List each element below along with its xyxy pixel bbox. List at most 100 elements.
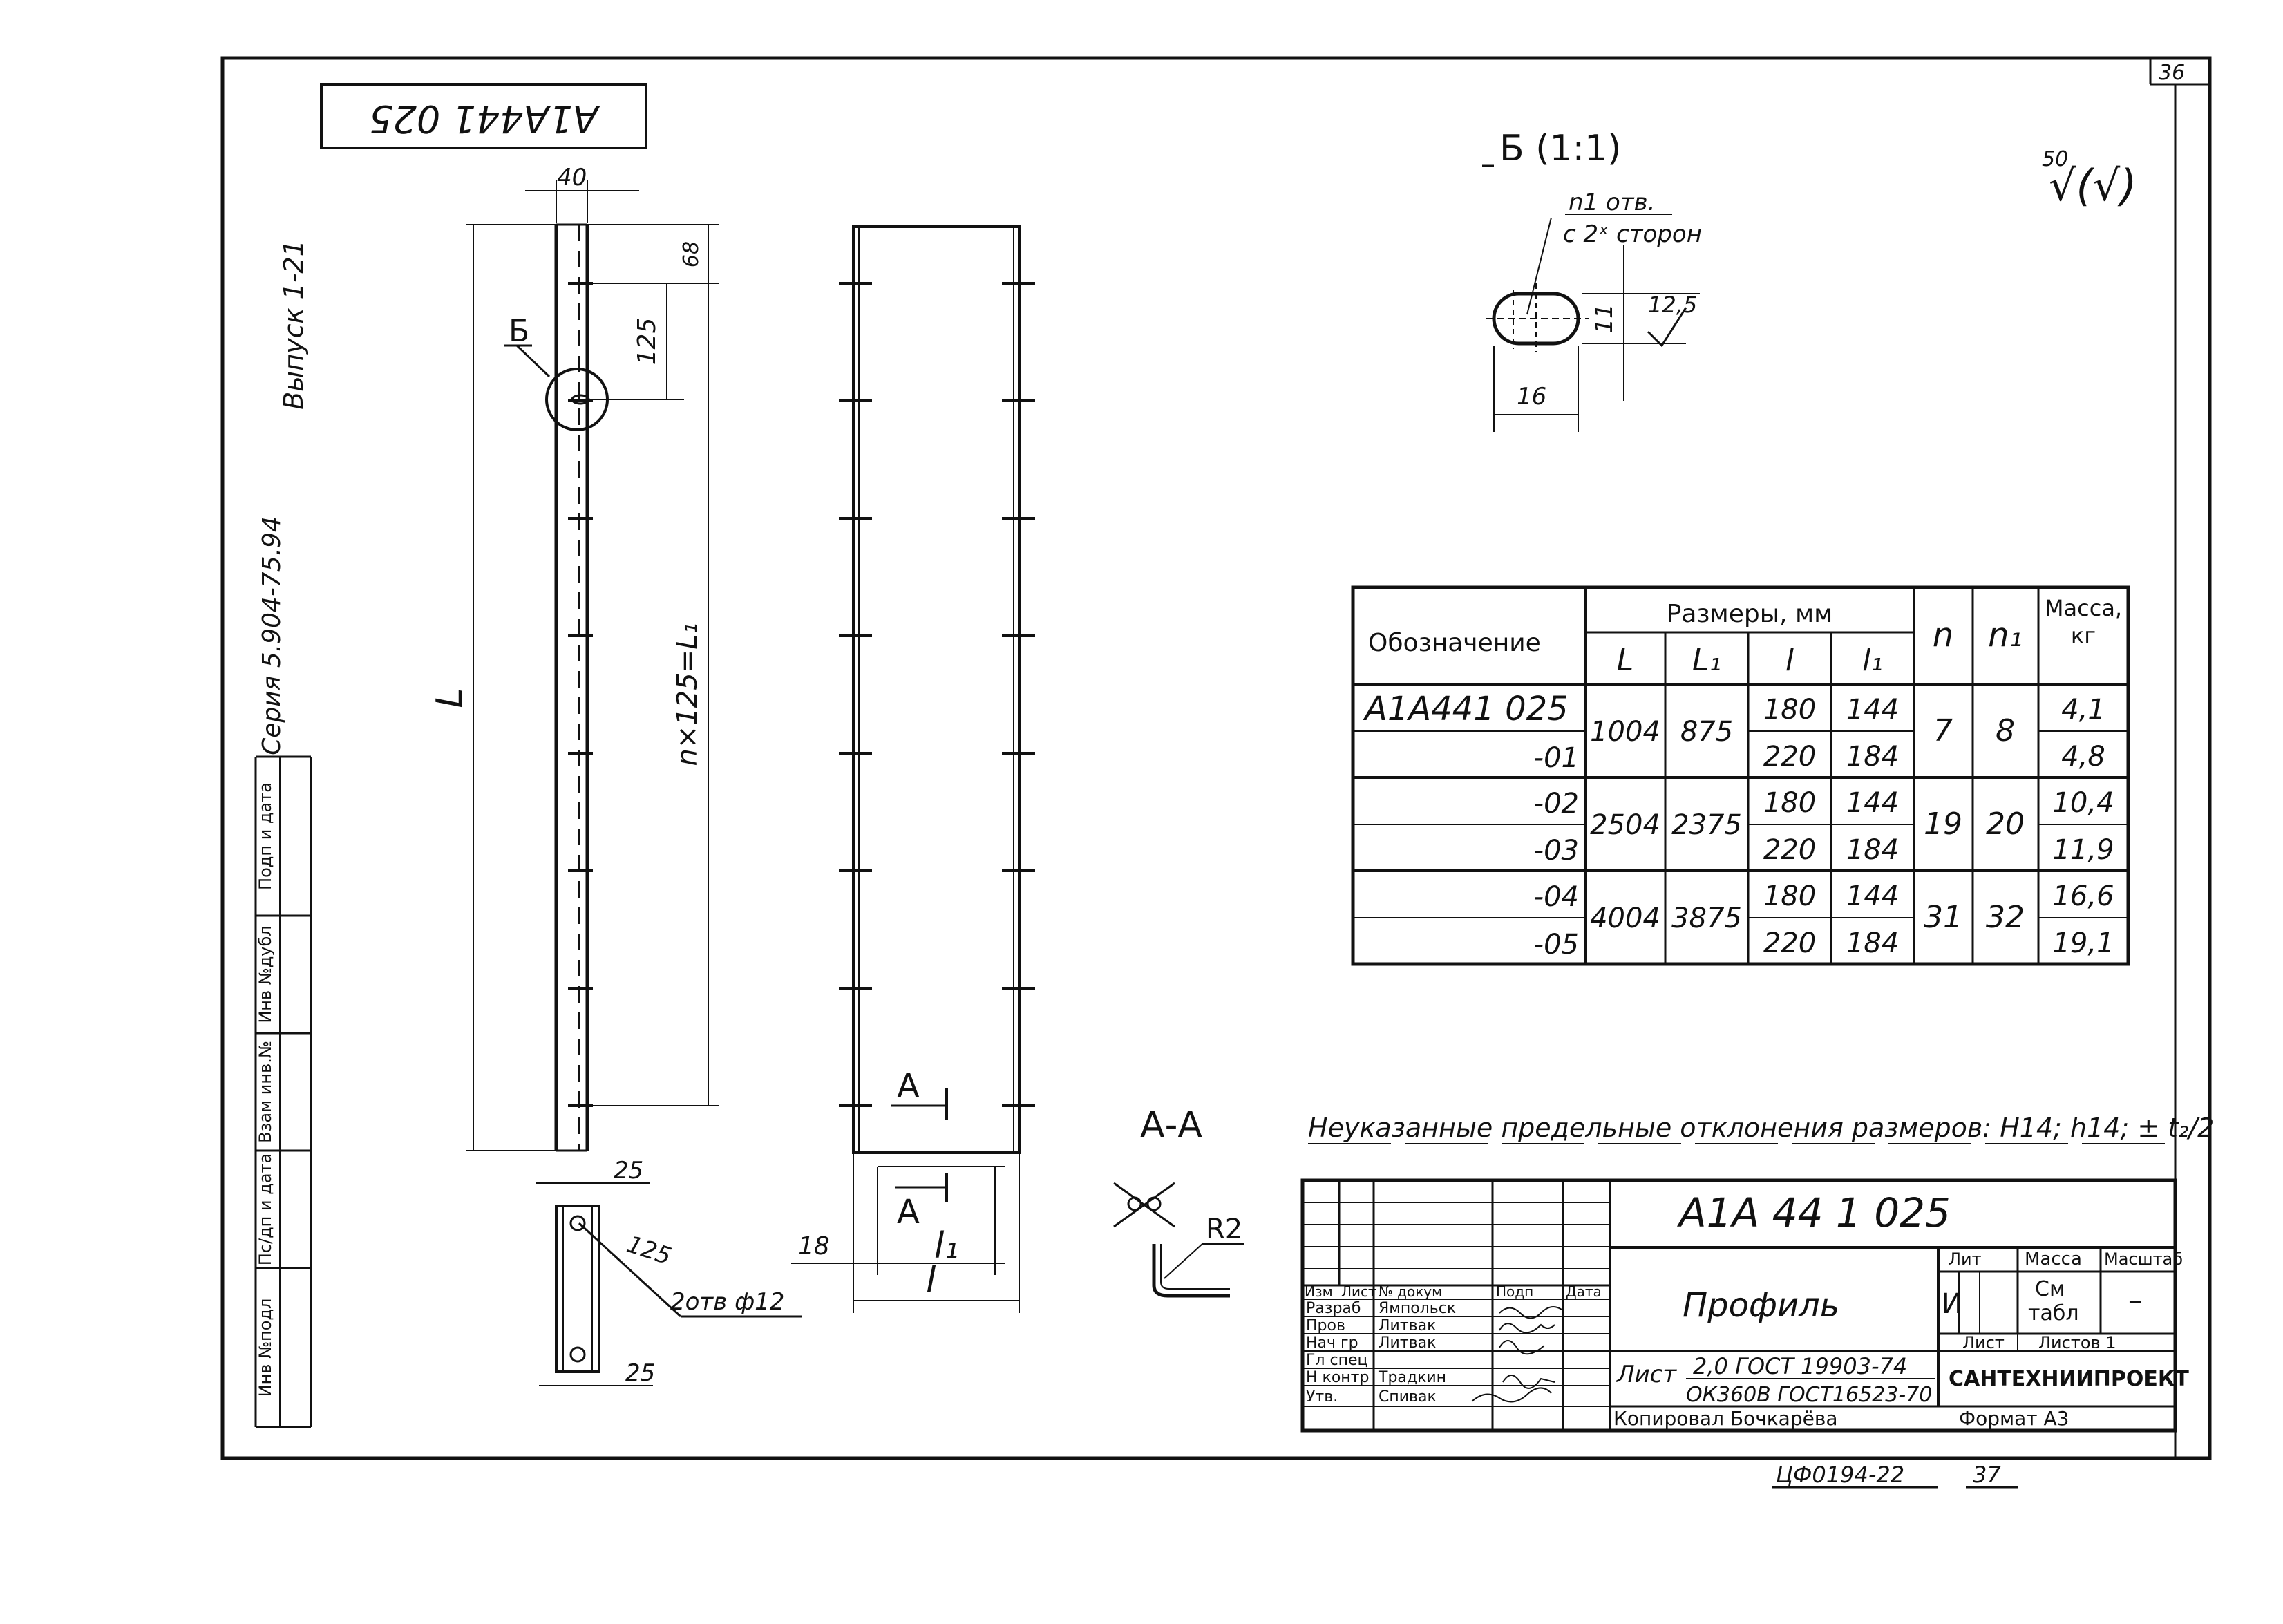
tb-name-5: Спивак <box>1379 1388 1437 1406</box>
row-4-l: 180 <box>1763 880 1816 912</box>
tb-material-1: 2,0 ГОСТ 19903-74 <box>1693 1353 1907 1379</box>
row-2-n: 19 <box>1924 806 1962 842</box>
tb-name-0: Ямпольск <box>1379 1300 1456 1317</box>
row-4-l1: 144 <box>1846 880 1899 912</box>
col-header-l: l <box>1785 643 1794 678</box>
signature-1 <box>1499 1323 1555 1334</box>
tb-hdr-ndoc: № докум <box>1379 1283 1442 1300</box>
dim-25-bottom: 25 <box>625 1359 655 1387</box>
detail-dim-16: 16 <box>1517 383 1546 410</box>
tb-name-1: Литвак <box>1379 1317 1436 1334</box>
dim-125: 125 <box>633 318 661 366</box>
strip-label-podp-data-2: Подп и дата <box>256 782 275 890</box>
title-block: Изм Лист № докум Подп Дата Разраб Ямполь… <box>1300 1178 2189 1433</box>
col-header-L1: L₁ <box>1692 643 1721 678</box>
row-3-mass: 11,9 <box>2052 834 2114 866</box>
section-mark-a-bottom: А <box>897 1193 920 1231</box>
rotated-code-box: А1А441 025 <box>320 83 647 149</box>
tb-role-2: Нач гр <box>1306 1334 1358 1352</box>
tb-role-0: Разраб <box>1306 1300 1361 1317</box>
hole-ticks-wide-left <box>839 282 872 1107</box>
row-5-l1: 184 <box>1846 927 1899 959</box>
tb-scale-label: Масштаб <box>2104 1249 2183 1269</box>
section-a-a-title: А-А <box>1140 1104 1202 1146</box>
tolerance-text: Неуказанные предельные отклонения размер… <box>1308 1113 2214 1143</box>
row-4-designation: -04 <box>1534 881 1579 913</box>
callout-b: Б <box>509 314 529 349</box>
spec-table: Обозначение Размеры, мм L L₁ l l₁ n n₁ М… <box>1351 585 2130 966</box>
row-2-designation: -02 <box>1534 788 1579 820</box>
dim-68: 68 <box>679 241 703 267</box>
row-0-mass: 4,1 <box>2061 694 2105 726</box>
tb-role-1: Пров <box>1306 1317 1345 1334</box>
row-4-n1: 32 <box>1986 900 2025 935</box>
tb-list-label: Лист <box>1962 1333 2005 1352</box>
roughness-value: 50 <box>2042 147 2068 171</box>
row-2-n1: 20 <box>1986 806 2025 842</box>
tb-document-code: А1А 44 1 025 <box>1676 1189 1951 1236</box>
tb-part-name: Профиль <box>1683 1286 1839 1325</box>
tb-hdr-list: Лист <box>1341 1283 1376 1300</box>
tb-mass-label: Масса <box>2025 1249 2082 1269</box>
row-1-l1: 184 <box>1846 741 1899 773</box>
view-profile-narrow: Б 40 68 125 n×125=L₁ L 25 2отв <box>429 164 802 1387</box>
strip-label-inv-podl: Инв №подл <box>256 1299 275 1397</box>
tb-copied-by: Копировал Бочкарёва <box>1613 1407 1838 1430</box>
row-1-mass: 4,8 <box>2061 741 2105 773</box>
col-header-mass-wrap: Масса, кг <box>2044 595 2123 649</box>
section-mark-a-top: А <box>897 1067 920 1106</box>
row-4-mass: 16,6 <box>2052 880 2114 912</box>
tb-role-3: Гл спец <box>1306 1352 1367 1369</box>
row-0-L: 1004 <box>1590 716 1660 748</box>
row-0-n1: 8 <box>1996 713 2015 748</box>
col-header-sizes: Размеры, мм <box>1667 600 1833 628</box>
footer-number: 37 <box>1973 1462 2001 1488</box>
tb-hdr-izm: Изм <box>1305 1283 1333 1300</box>
detail-holes-n1: n1 отв. <box>1569 189 1655 216</box>
footer-code: ЦФ0194-22 <box>1776 1462 1904 1488</box>
tb-name-2: Литвак <box>1379 1334 1436 1352</box>
col-header-l1: l₁ <box>1862 643 1883 678</box>
detail-dim-11: 11 <box>1591 303 1618 333</box>
row-0-l: 180 <box>1763 694 1816 726</box>
rotated-code: А1А441 025 <box>369 97 600 140</box>
row-1-l: 220 <box>1763 741 1816 773</box>
strip-label-vzam-inv: Взам инв.№ <box>256 1041 275 1143</box>
section-a-a: А-А R2 <box>1113 1104 1244 1298</box>
left-side-strip: Инв №подл Пс/дп и дата Взам инв.№ Инв №д… <box>254 240 312 1428</box>
row-0-l1: 144 <box>1846 694 1899 726</box>
tb-format: Формат А3 <box>1959 1407 2069 1430</box>
tb-mass-value-2: табл <box>2028 1301 2079 1325</box>
signature-4 <box>1502 1375 1555 1389</box>
dim-L: L <box>429 688 471 708</box>
row-2-L: 2504 <box>1590 809 1660 841</box>
tb-lit-value: И <box>1942 1288 1962 1320</box>
row-2-L1: 2375 <box>1671 809 1742 841</box>
col-header-L: L <box>1617 643 1634 678</box>
col-header-mass: Масса, кг <box>2044 595 2123 649</box>
dim-n-125: n×125=L₁ <box>672 623 703 766</box>
footer: ЦФ0194-22 37 <box>1772 1462 2018 1489</box>
tb-material-2: ОК360В ГОСТ16523-70 <box>1686 1383 1932 1407</box>
detail-both-sides: с 2ˣ сторон <box>1563 220 1702 248</box>
tolerance-note: Неуказанные предельные отклонения размер… <box>1308 1113 2214 1144</box>
row-3-l1: 184 <box>1846 834 1899 866</box>
dim-l1: l₁ <box>934 1225 958 1267</box>
hole-ticks-wide-right <box>1002 282 1035 1107</box>
row-0-L1: 875 <box>1680 716 1733 748</box>
view-profile-wide: А А 18 l₁ l <box>791 225 1035 1313</box>
series-vypusk-note: Выпуск 1-21 <box>278 240 309 410</box>
tb-lit-label: Лит <box>1949 1249 1982 1269</box>
tb-listov-label: Листов 1 <box>2038 1333 2116 1352</box>
signature-0 <box>1499 1306 1562 1319</box>
row-2-l1: 144 <box>1846 787 1899 819</box>
series-number-note: Серия 5.904-75.94 <box>258 516 286 755</box>
tb-organization: САНТЕХНИИПРОЕКТ <box>1949 1367 2189 1391</box>
strip-label-inv-dubl: Инв №дубл <box>256 925 275 1023</box>
radius-r2: R2 <box>1206 1214 1242 1245</box>
page-number: 36 <box>2159 61 2185 85</box>
signature-5 <box>1471 1387 1552 1403</box>
dim-l: l <box>926 1260 936 1301</box>
row-4-L: 4004 <box>1590 903 1660 934</box>
